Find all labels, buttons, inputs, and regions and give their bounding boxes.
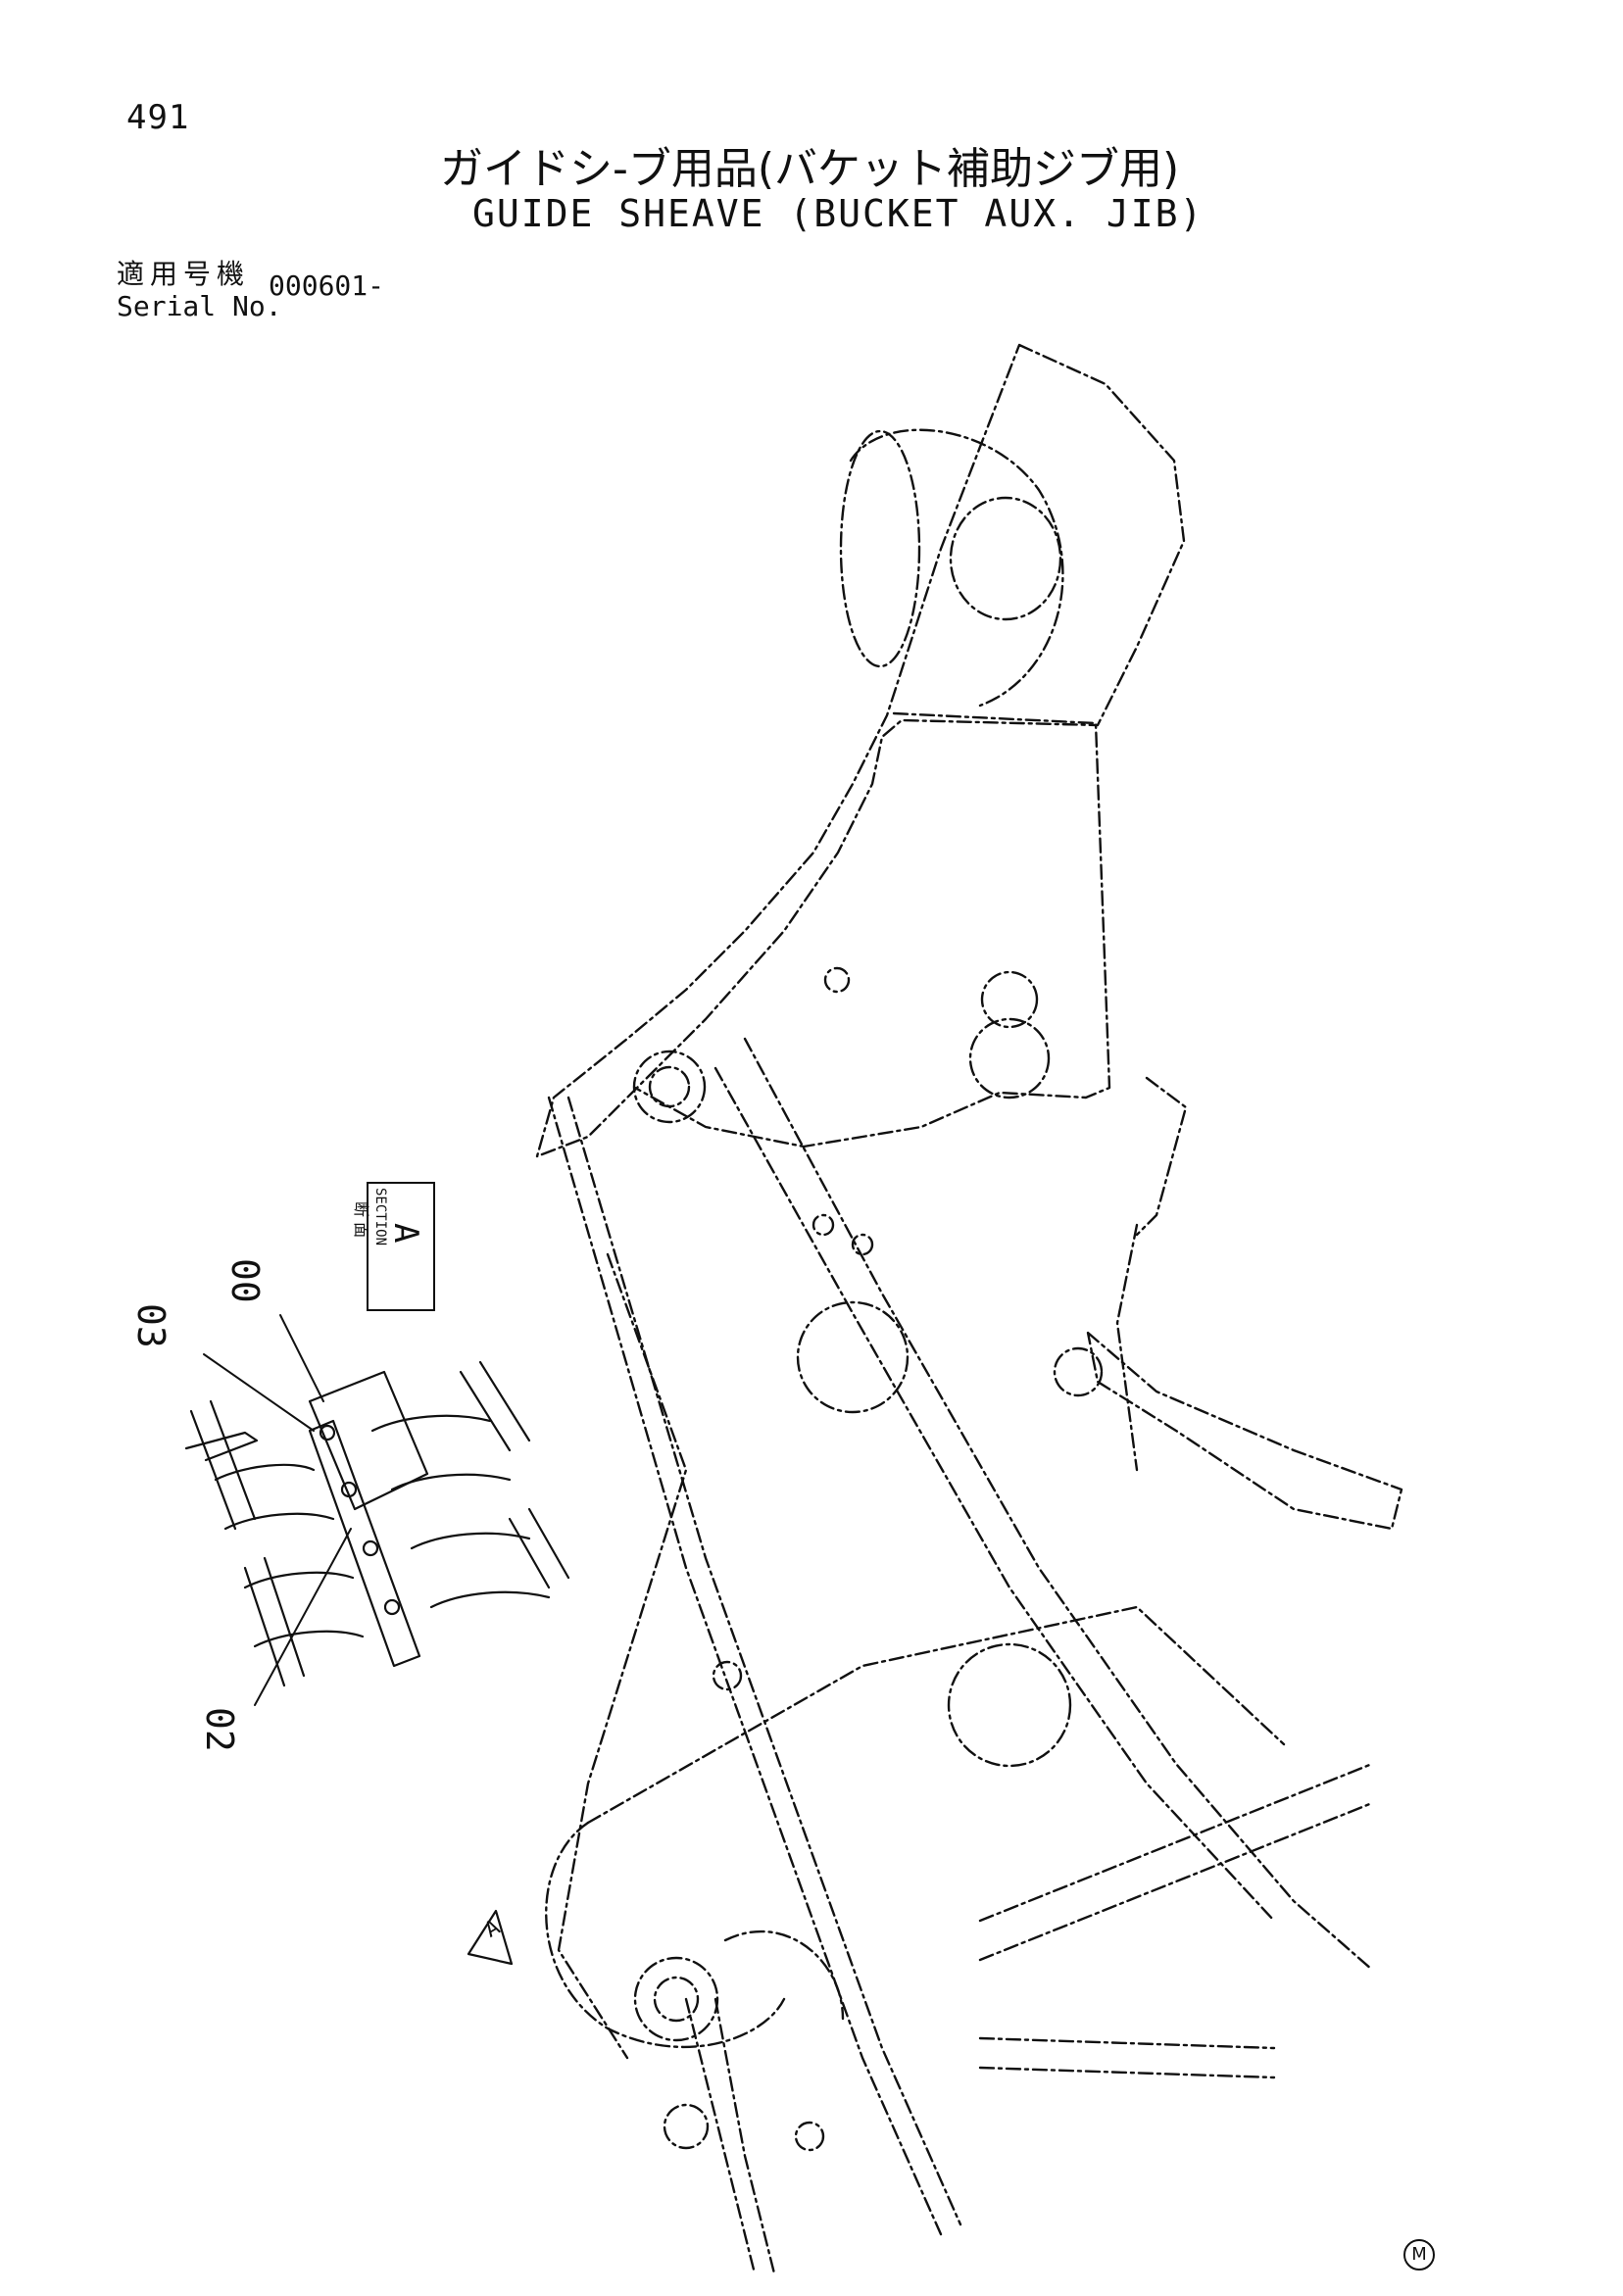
title-japanese: ガイドシ-ブ用品(バケット補助ジブ用) <box>440 144 1180 194</box>
view-arrow-a <box>467 1909 514 1966</box>
serial-label-japanese: 適用号機 <box>117 258 251 290</box>
callout-part-02: 02 <box>198 1707 241 1752</box>
serial-number-value: 000601- <box>269 269 385 302</box>
maker-mark-circle: M <box>1403 2239 1435 2271</box>
page-number: 491 <box>126 98 190 137</box>
callout-part-03: 03 <box>129 1303 172 1348</box>
guide-sheave-pack <box>184 1360 570 1687</box>
jib-structure <box>535 343 1403 2275</box>
section-tag-japanese: 断 面 <box>352 1201 370 1239</box>
title-english: GUIDE SHEAVE (BUCKET AUX. JIB) <box>472 192 1205 235</box>
section-tag-letter: A <box>386 1223 425 1244</box>
section-a-tag: 断 面 SECTION A <box>352 1182 435 1311</box>
serial-label-english: Serial No. <box>117 290 282 322</box>
leader-lines <box>203 1314 352 1706</box>
callout-part-00: 00 <box>223 1258 267 1303</box>
